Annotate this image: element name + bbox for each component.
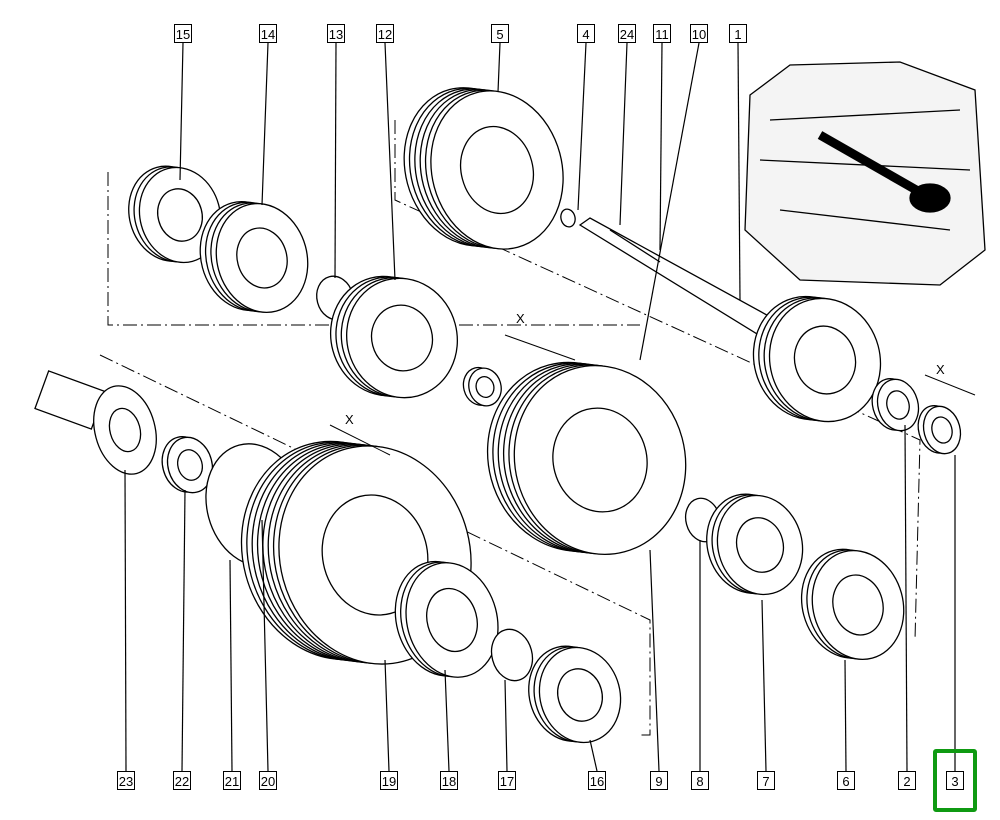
part-label-3[interactable]: 3 — [946, 771, 964, 790]
dipstick-tool-handle — [909, 183, 951, 213]
leader-line-16 — [589, 739, 598, 772]
dimension-x-upper: X — [516, 311, 525, 326]
shaft-spline — [609, 229, 661, 263]
part-label-22[interactable]: 22 — [173, 771, 191, 790]
leader-line-7 — [761, 599, 767, 772]
washer-24 — [462, 366, 502, 407]
bearing-22-bore — [177, 449, 203, 481]
assembly-frame-lower — [99, 354, 651, 736]
gear-23-bore — [108, 407, 142, 453]
part-label-5[interactable]: 5 — [491, 24, 509, 43]
dimension-arrow-0 — [504, 334, 576, 361]
piston-16 — [528, 645, 622, 744]
dimension-x-right: X — [936, 362, 945, 377]
clutch-plate-18 — [394, 560, 499, 678]
leader-line-18 — [444, 669, 450, 772]
leader-line-13 — [334, 42, 337, 279]
gear-ring-15-bore — [157, 188, 203, 242]
dimension-arrow-2 — [924, 374, 976, 396]
leader-line-9 — [649, 549, 660, 772]
dimension-arrow-1 — [329, 424, 391, 456]
leader-line-4 — [577, 42, 587, 211]
leader-line-19 — [384, 659, 390, 772]
piston-16-bore — [557, 668, 603, 722]
leader-line-14 — [261, 42, 269, 206]
dipstick-tool-shaft — [817, 131, 928, 199]
part-label-24[interactable]: 24 — [618, 24, 636, 43]
bearing-drum-14 — [199, 201, 309, 314]
bearing-7-bore — [735, 517, 785, 573]
part-label-17[interactable]: 17 — [498, 771, 516, 790]
housing-outline — [744, 61, 986, 286]
part-label-1[interactable]: 1 — [729, 24, 747, 43]
part-label-16[interactable]: 16 — [588, 771, 606, 790]
gear-ring-15 — [128, 165, 222, 264]
shaft-gear-23 — [34, 370, 157, 475]
leader-line-15 — [179, 42, 184, 181]
part-label-21[interactable]: 21 — [223, 771, 241, 790]
drum-1 — [752, 295, 882, 423]
gear-ring-6 — [800, 548, 905, 661]
clutch-plate-18-bore — [426, 587, 478, 653]
part-label-12[interactable]: 12 — [376, 24, 394, 43]
part-label-18[interactable]: 18 — [440, 771, 458, 790]
bearing-drum-14-bore — [236, 227, 288, 289]
gear-ring-6-bore — [832, 574, 884, 636]
part-label-11[interactable]: 11 — [653, 24, 671, 43]
clutch-hub-12 — [329, 275, 458, 399]
part-label-9[interactable]: 9 — [650, 771, 668, 790]
part-label-2[interactable]: 2 — [898, 771, 916, 790]
dimension-x-left: X — [345, 412, 354, 427]
part-label-4[interactable]: 4 — [577, 24, 595, 43]
bearing-2 — [871, 378, 920, 432]
clutch-pack-9-bore — [552, 407, 648, 513]
part-label-15[interactable]: 15 — [174, 24, 192, 43]
leader-line-23 — [124, 469, 127, 772]
part-label-10[interactable]: 10 — [690, 24, 708, 43]
drum-5-bore — [459, 125, 535, 215]
part-label-8[interactable]: 8 — [691, 771, 709, 790]
part-label-20[interactable]: 20 — [259, 771, 277, 790]
leader-line-20 — [261, 519, 269, 772]
part-label-7[interactable]: 7 — [757, 771, 775, 790]
ring-3-bore — [931, 416, 953, 444]
leader-line-6 — [844, 659, 847, 772]
leader-line-22 — [181, 489, 186, 772]
o-ring-4-layer — [560, 208, 576, 228]
leader-line-5 — [497, 42, 501, 93]
ring-3 — [917, 405, 962, 455]
bearing-22 — [161, 436, 214, 494]
clutch-pack-9 — [486, 361, 687, 556]
assembly-frame-right — [394, 120, 921, 641]
snap-ring-17 — [490, 628, 534, 682]
leader-line-21 — [229, 559, 233, 772]
clutch-hub-12-bore — [370, 304, 434, 372]
o-ring-4 — [560, 208, 576, 228]
leader-line-10 — [639, 42, 700, 361]
leader-line-1 — [737, 42, 741, 301]
part-label-19[interactable]: 19 — [380, 771, 398, 790]
part-label-13[interactable]: 13 — [327, 24, 345, 43]
part-label-23[interactable]: 23 — [117, 771, 135, 790]
drum-5 — [403, 87, 564, 250]
leader-line-12 — [384, 42, 396, 281]
leader-line-11 — [659, 42, 663, 251]
bearing-2-bore — [886, 390, 910, 420]
transmission-housing-illustration — [744, 61, 986, 286]
leader-line-17 — [504, 679, 508, 772]
part-label-6[interactable]: 6 — [837, 771, 855, 790]
selected-part-highlight — [933, 749, 977, 812]
assembly-frame-left — [107, 172, 640, 326]
part-label-14[interactable]: 14 — [259, 24, 277, 43]
washer-24-bore — [475, 376, 495, 398]
drum-1-bore — [793, 325, 857, 395]
leader-line-2 — [904, 424, 908, 772]
snap-ring-17-layer — [490, 628, 534, 682]
bearing-7 — [706, 493, 804, 596]
leader-line-24 — [619, 42, 628, 226]
